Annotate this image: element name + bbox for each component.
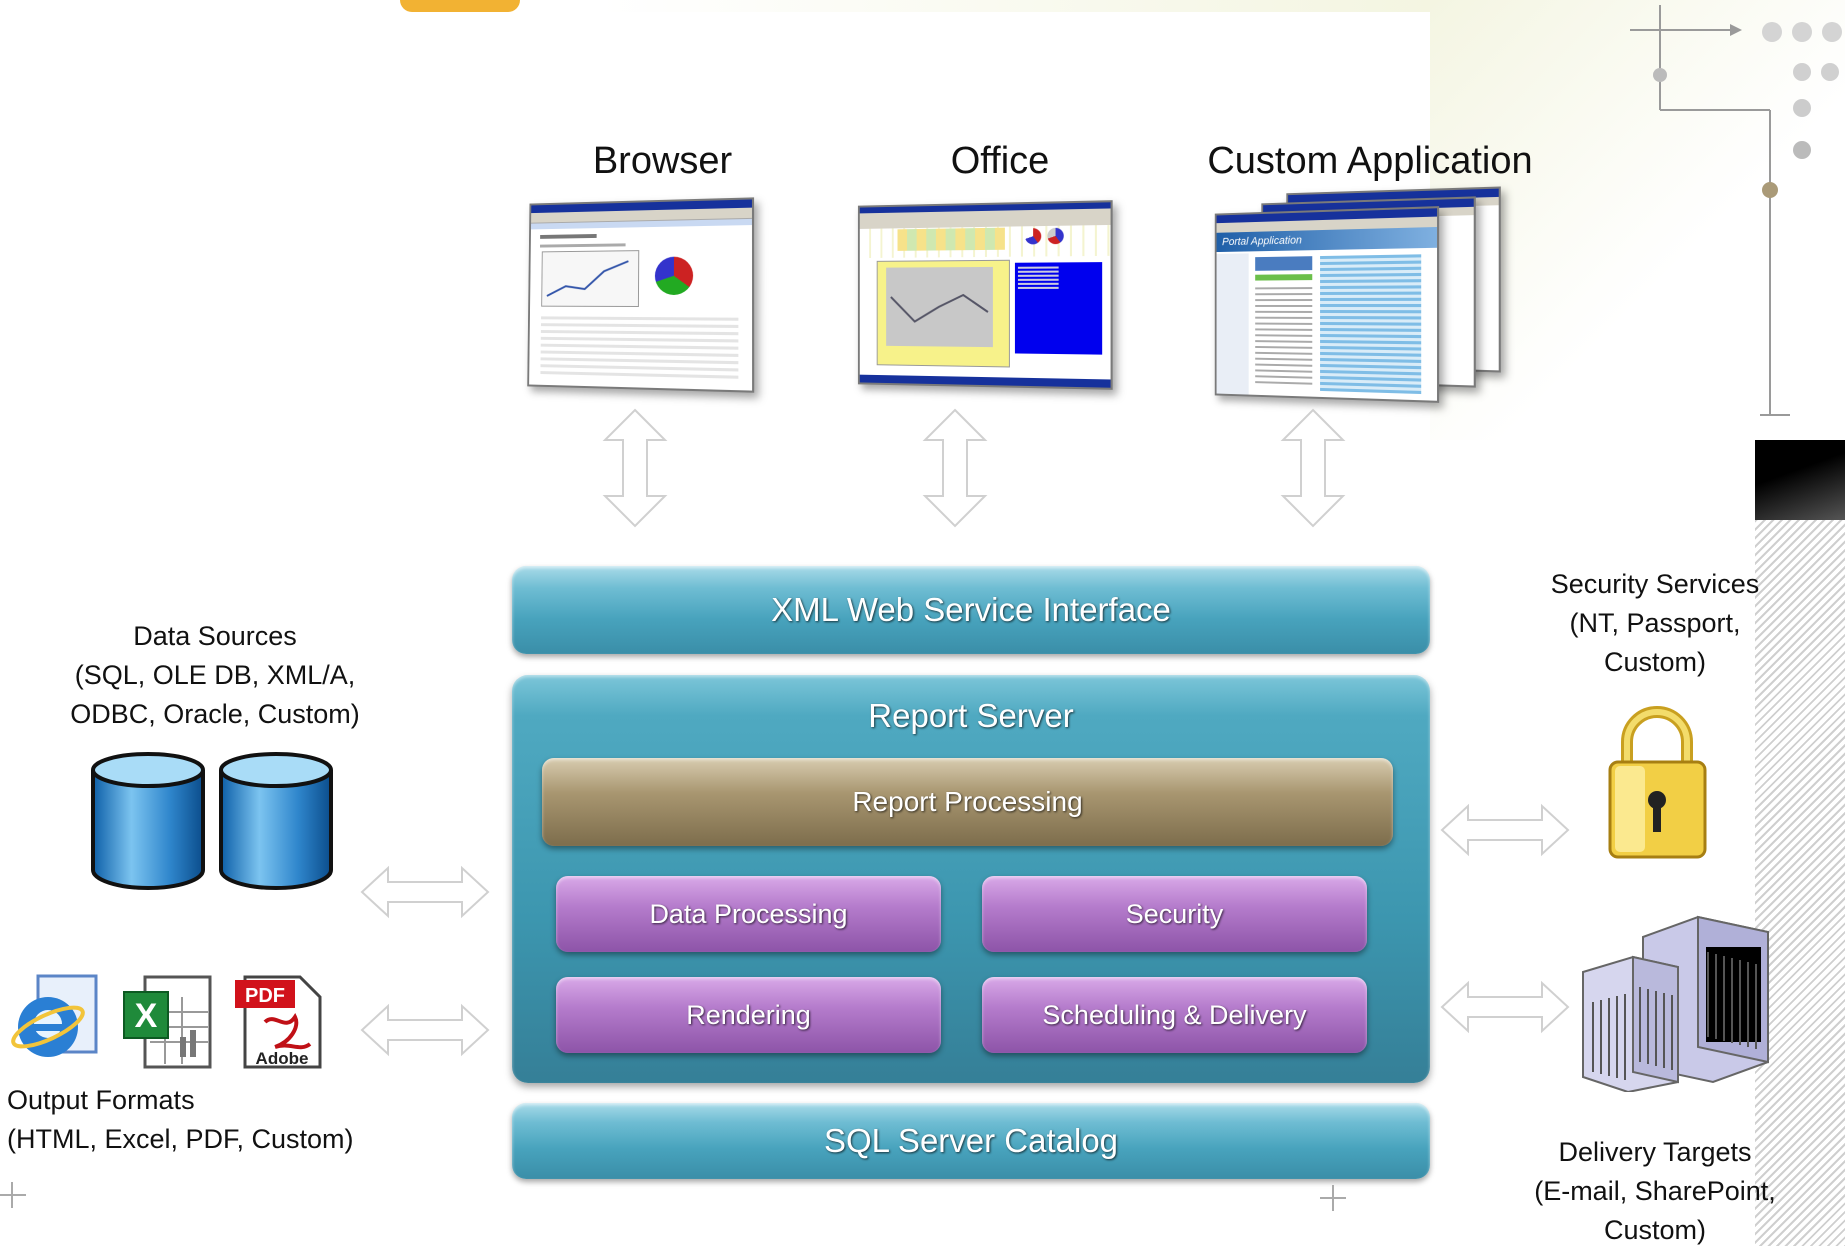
browser-screenshot (527, 197, 755, 393)
security-component: Security (982, 876, 1367, 952)
hatched-side-band (1755, 520, 1845, 1246)
custom-app-server-arrow (1280, 408, 1346, 528)
custom-application-label: Custom Application (1207, 140, 1533, 182)
sql-server-catalog: SQL Server Catalog (512, 1103, 1430, 1179)
crosshair-mark (0, 1182, 26, 1208)
browser-label: Browser (592, 140, 733, 182)
server-rack-icon (1582, 915, 1769, 1092)
svg-text:X: X (135, 997, 158, 1035)
lock-icon (1608, 706, 1707, 859)
crosshair-mark-2 (1320, 1185, 1346, 1211)
xml-web-service-interface: XML Web Service Interface (512, 566, 1430, 654)
data-sources-label: Data Sources (SQL, OLE DB, XML/A, ODBC, … (70, 621, 360, 729)
custom-app-screenshot: Portal Application (1214, 206, 1440, 403)
svg-text:Adobe: Adobe (256, 1049, 309, 1068)
office-server-arrow (922, 408, 988, 528)
browser-server-arrow (602, 408, 668, 528)
security-services-arrow (1440, 803, 1570, 857)
output-formats-arrow (360, 1003, 490, 1057)
excel-icon: X (123, 975, 212, 1069)
report-server-title: Report Server (868, 697, 1074, 734)
svg-text:PDF: PDF (245, 985, 285, 1007)
data-processing-component: Data Processing (556, 876, 941, 952)
orange-logo-fragment (400, 0, 520, 12)
internet-explorer-icon (11, 974, 98, 1057)
report-processing: Report Processing (542, 758, 1393, 846)
delivery-targets-label: Delivery Targets (E-mail, SharePoint, Cu… (1534, 1137, 1776, 1245)
office-label: Office (950, 140, 1050, 182)
output-formats-label: Output Formats (HTML, Excel, PDF, Custom… (7, 1085, 354, 1154)
pdf-icon: PDF Adobe (235, 975, 322, 1069)
circuit-decoration (1630, 5, 1842, 416)
scheduling-delivery-component: Scheduling & Delivery (982, 977, 1367, 1053)
office-screenshot (857, 200, 1113, 390)
database-icon-2 (219, 752, 333, 890)
data-sources-arrow (360, 865, 490, 919)
delivery-targets-arrow (1440, 980, 1570, 1034)
rendering-component: Rendering (556, 977, 941, 1053)
black-corner-band (1755, 440, 1845, 520)
security-services-label: Security Services (NT, Passport, Custom) (1550, 569, 1760, 677)
database-icon (91, 752, 205, 890)
